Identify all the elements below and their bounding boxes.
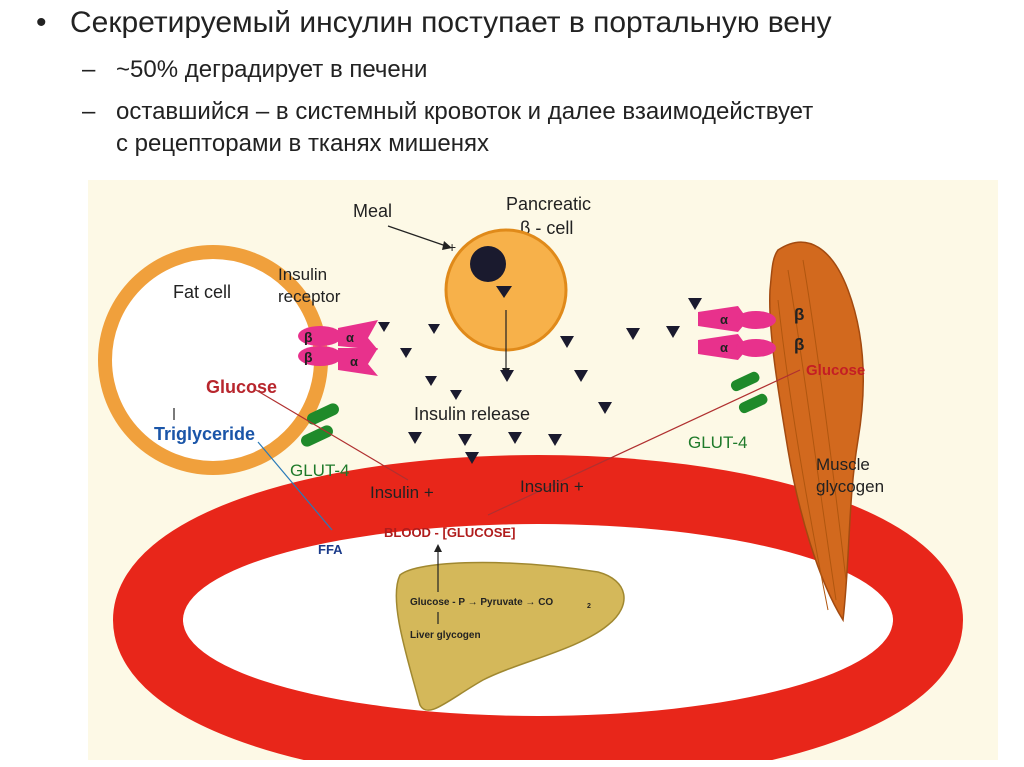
insulin-receptor-label-1: Insulin [278,265,327,284]
glut4-left-label: GLUT-4 [290,461,350,480]
sub-bullet-continuation: с рецепторами в тканях мишенях [116,130,489,158]
svg-text:β: β [304,349,313,365]
insulin-release-label: Insulin release [414,404,530,424]
sub-bullet-marker: – [82,56,95,84]
insulin-diagram: Glucose - P → Pyruvate → CO 2 Liver glyc… [88,180,998,760]
svg-text:α: α [720,312,728,327]
insulin-plus-right-label: Insulin + [520,477,584,496]
sub-bullet-text: ~50% деградирует в печени [116,56,427,84]
bullet-marker: • [36,6,47,40]
ffa-label: FFA [318,542,343,557]
beta-cell-nucleus [470,246,506,282]
glucose-right-label: Glucose [806,362,865,379]
insulin-plus-left-label: Insulin + [370,483,434,502]
svg-text:β: β [794,335,804,354]
sub-bullet-text: оставшийся – в системный кровоток и дале… [116,98,813,126]
svg-text:β: β [304,329,313,345]
insulin-receptor-label-2: receptor [278,287,341,306]
svg-text:β: β [794,305,804,324]
glut4-right-label: GLUT-4 [688,433,748,452]
pancreatic-label: Pancreatic [506,194,591,214]
triglyceride-label: Triglyceride [154,424,255,444]
fat-cell-label: Fat cell [173,282,231,302]
bullet-list: • Секретируемый инсулин поступает в порт… [0,0,1024,180]
liver-reaction-subscript: 2 [587,603,591,610]
meal-plus: + [448,239,456,255]
meal-label: Meal [353,201,392,221]
blood-glucose-label: BLOOD - [GLUCOSE] [384,525,515,540]
svg-text:α: α [350,354,358,369]
liver-reaction-text: Glucose - P → Pyruvate → CO [410,597,553,608]
main-bullet-text: Секретируемый инсулин поступает в портал… [70,6,832,40]
liver-glycogen-text: Liver glycogen [410,630,481,641]
glycogen-label: glycogen [816,477,884,496]
muscle-label: Muscle [816,455,870,474]
svg-text:α: α [720,340,728,355]
svg-text:α: α [346,330,354,345]
glucose-left-label: Glucose [206,377,277,397]
sub-bullet-marker: – [82,98,95,126]
